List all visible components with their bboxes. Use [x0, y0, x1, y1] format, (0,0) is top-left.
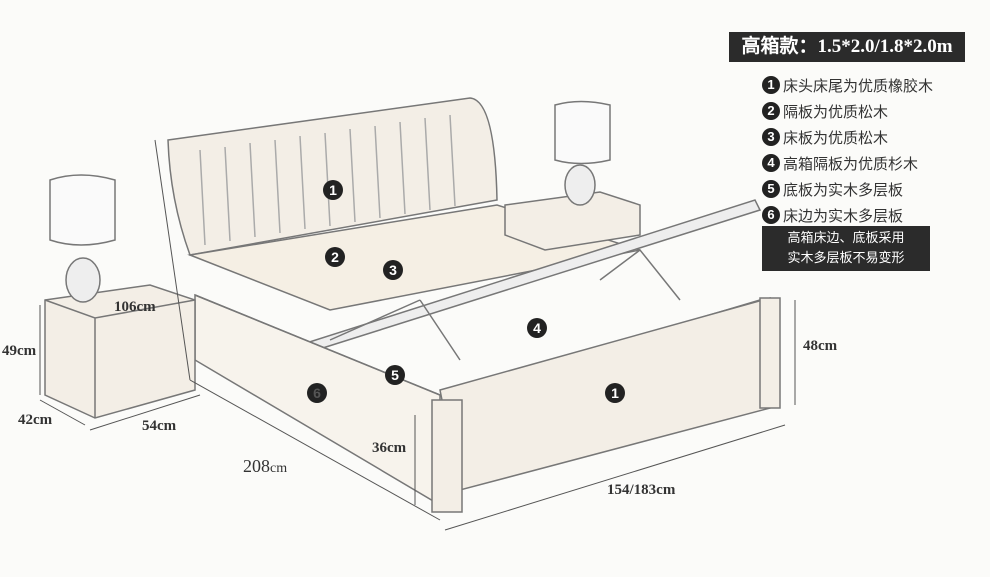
note-line-2: 实木多层板不易变形: [787, 251, 905, 266]
dim-footboard-height: 48cm: [803, 338, 838, 354]
dim-box-height: 36cm: [372, 440, 407, 456]
note-line-1: 高箱床边、底板采用: [787, 231, 905, 246]
dim-bed-width: 154/183cm: [607, 482, 676, 498]
marker-6-side-rail: 6: [307, 383, 327, 403]
number-badge-icon: 5: [762, 180, 780, 198]
dim-nightstand-width: 54cm: [142, 418, 177, 434]
legend-text: 床头床尾为优质橡胶木: [783, 76, 934, 95]
marker-4-box-divider: 4: [527, 318, 547, 338]
marker-2-divider: 2: [325, 247, 345, 267]
marker-5-bottom-board: 5: [385, 365, 405, 385]
dim-nightstand-depth: 42cm: [18, 412, 53, 428]
number-badge-icon: 3: [762, 128, 780, 146]
model-title: 高箱款：1.5*2.0/1.8*2.0m: [729, 32, 965, 62]
dim-bed-length-unit: cm: [270, 461, 288, 476]
number-badge-icon: 2: [762, 102, 780, 120]
dim-bed-length: 208cm: [243, 456, 287, 477]
legend-text: 高箱隔板为优质杉木: [783, 154, 919, 173]
marker-1-footboard: 1: [605, 383, 625, 403]
dim-bed-length-value: 208: [243, 456, 270, 476]
note-box: 高箱床边、底板采用 实木多层板不易变形: [762, 226, 930, 271]
marker-3-slats: 3: [383, 260, 403, 280]
number-badge-icon: 1: [762, 76, 780, 94]
marker-1-headboard: 1: [323, 180, 343, 200]
legend-text: 床板为优质松木: [783, 128, 889, 147]
legend-text: 隔板为优质松木: [783, 102, 889, 121]
legend-text: 底板为实木多层板: [783, 180, 904, 199]
legend-text: 床边为实木多层板: [783, 206, 904, 225]
dim-nightstand-height: 49cm: [2, 343, 37, 359]
dim-nightstand-total-height: 106cm: [114, 299, 156, 315]
number-badge-icon: 4: [762, 154, 780, 172]
number-badge-icon: 6: [762, 206, 780, 224]
